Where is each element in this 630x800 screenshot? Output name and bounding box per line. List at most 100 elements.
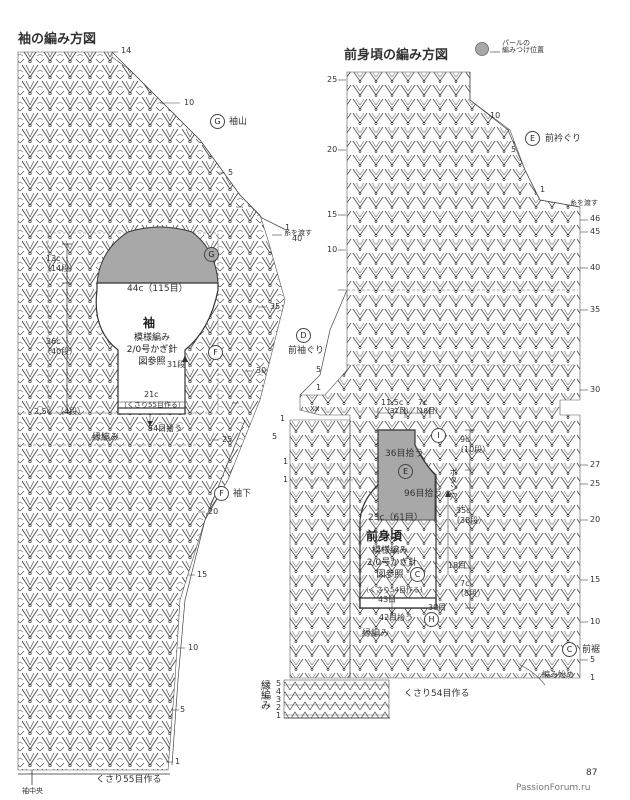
front-ref-label: 図参照 xyxy=(376,570,404,580)
front-row-number-15: 15 xyxy=(327,210,338,219)
sleeve-bottom-chain: （くさり55目作る） xyxy=(120,401,185,409)
front-top-measure-18sts: （18目） xyxy=(412,407,442,415)
front-chart-title: 前身頃の編み方図 xyxy=(344,48,449,63)
front-pick-42: 42目拾う xyxy=(379,613,414,622)
front-row-number-20: 20 xyxy=(327,145,338,154)
sleeve-row-number-25: 25 xyxy=(222,435,233,444)
sleeve-pick-up-stitches: 54目拾う xyxy=(148,424,183,433)
front-top-measure-7c: 7c xyxy=(418,398,428,407)
front-schematic-name: 前身頃 xyxy=(366,529,403,543)
sleeve-measure-40rows: （40段） xyxy=(43,347,78,356)
front-measure-35c: 35c xyxy=(456,506,471,515)
front-d-marker: D xyxy=(296,328,311,343)
sleeve-yarn-note: 糸を渡す xyxy=(284,229,312,237)
sleeve-underarm-label: 袖下 xyxy=(233,489,252,499)
sleeve-bottom-chain-label: くさり55目作る xyxy=(96,775,162,785)
pearl-position-legend-dot xyxy=(475,42,489,56)
sleeve-measure-2-5c: 2.5c xyxy=(34,407,52,416)
front-width-23c: 23c（61目） xyxy=(368,513,423,523)
front-right-row-1b: 1 xyxy=(590,673,596,682)
front-right-row-10b: 10 xyxy=(590,617,601,626)
sleeve-cap-width: 44c（115目） xyxy=(127,284,188,294)
front-row-number-1: 1 xyxy=(316,383,322,392)
front-right-row-35: 35 xyxy=(590,305,601,314)
sleeve-row-number-10: 10 xyxy=(184,98,195,107)
front-xx-mark: XX xyxy=(310,405,320,413)
front-lower-left-row-1c: 1 xyxy=(283,475,289,484)
front-measure-9c: 9c xyxy=(460,435,470,444)
sleeve-measure-4rows: （4段） xyxy=(56,407,86,416)
front-h-marker: H xyxy=(424,612,439,627)
sleeve-row-number-15: 15 xyxy=(197,570,208,579)
sleeve-measure-14rows: （14段） xyxy=(43,264,78,273)
front-right-row-15: 15 xyxy=(590,575,601,584)
sleeve-row-number-35: 35 xyxy=(270,302,281,311)
pearl-position-legend-text: パールの 編みつけ位置 xyxy=(502,39,544,54)
front-measure-7c: 7c xyxy=(460,579,470,588)
watermark: PassionForum.ru xyxy=(516,783,591,793)
sleeve-row-number-1: 1 xyxy=(285,223,291,232)
front-row-number-5: 5 xyxy=(316,365,322,374)
sleeve-row-number-10b: 10 xyxy=(188,643,199,652)
sleeve-schematic-g-marker: G xyxy=(204,247,219,262)
front-schematic-c-marker: C xyxy=(410,567,425,582)
front-edge-row-4: 4 xyxy=(276,687,282,696)
front-top-measure-31sts: （31目） xyxy=(383,407,413,415)
front-i-marker: I xyxy=(431,428,446,443)
front-right-row-5b: 5 xyxy=(590,655,596,664)
front-edge-row-1: 1 xyxy=(276,711,282,720)
front-right-row-20: 20 xyxy=(590,515,601,524)
sleeve-row-number-40: 40 xyxy=(292,234,303,243)
sleeve-chart-title: 袖の編み方図 xyxy=(18,32,97,47)
sleeve-row-number-30: 30 xyxy=(256,366,267,375)
sleeve-bottom-width: 21c xyxy=(144,390,159,399)
front-armhole-label: 前袖ぐり xyxy=(288,346,325,356)
sleeve-needle-label: 2/0号かぎ針 xyxy=(126,345,178,355)
front-lower-left-row-1: 1 xyxy=(280,414,286,423)
front-measure-8rows: （8段） xyxy=(456,589,486,598)
front-measure-43sts: 43目 xyxy=(378,595,397,604)
sleeve-chart xyxy=(17,51,287,785)
sleeve-f-marker: F xyxy=(214,486,229,501)
sleeve-row-number-20: 20 xyxy=(208,507,219,516)
sleeve-row-number-1b: 1 xyxy=(175,757,181,766)
front-start-label: 編み始め xyxy=(542,670,574,679)
front-right-row-1: 1 xyxy=(540,185,546,194)
sleeve-edge-label: 縁編み xyxy=(92,433,120,443)
front-measure-10rows: （10段） xyxy=(456,445,491,454)
front-needle-label: 2/0号かぎ針 xyxy=(366,558,418,568)
front-measure-18sts: 18目 xyxy=(448,561,467,570)
front-edge-row-5: 5 xyxy=(276,679,282,688)
front-right-row-25: 25 xyxy=(590,479,601,488)
front-row-number-25: 25 xyxy=(327,75,338,84)
front-bottom-chain-label: くさり54目作る xyxy=(404,689,470,699)
front-chart xyxy=(283,71,588,719)
front-measure-38rows: （38段） xyxy=(452,516,487,525)
front-top-measure-11-5c: 11.5c xyxy=(381,398,404,407)
front-buttonhole-label: ボタン穴 xyxy=(449,468,458,500)
sleeve-measure-31rows: 31段 xyxy=(167,360,186,369)
sleeve-center-label: 袖中央 xyxy=(22,787,43,795)
sleeve-pattern-label: 模様編み xyxy=(133,333,170,343)
sleeve-cap-label: 袖山 xyxy=(229,117,248,127)
front-pick-36: 36目拾う xyxy=(385,449,424,459)
sleeve-g-marker: G xyxy=(210,114,225,129)
front-right-row-45: 45 xyxy=(590,227,601,236)
front-edge-label: 縁編み xyxy=(362,629,390,639)
front-right-row-10: 10 xyxy=(490,111,501,120)
front-lower-left-row-5: 5 xyxy=(272,432,278,441)
front-edge-vertical-label: 縁編み xyxy=(258,680,270,710)
sleeve-top-row-number: 14 xyxy=(121,46,132,55)
front-edge-row-2: 2 xyxy=(276,703,282,712)
front-edge-row-3: 3 xyxy=(276,695,282,704)
sleeve-schematic-f-marker: F xyxy=(208,345,223,360)
sleeve-measure-13c: 13c xyxy=(46,254,61,263)
front-hem-label: 前裾 xyxy=(582,645,601,655)
front-yarn-note: 糸を渡す xyxy=(570,199,598,207)
front-e-marker: E xyxy=(525,131,540,146)
front-measure-30sts: 30目 xyxy=(428,603,447,612)
sleeve-measure-36c: 36c xyxy=(46,337,61,346)
front-right-row-5: 5 xyxy=(511,145,517,154)
front-chain-54: （くさり54目作る） xyxy=(362,586,427,594)
